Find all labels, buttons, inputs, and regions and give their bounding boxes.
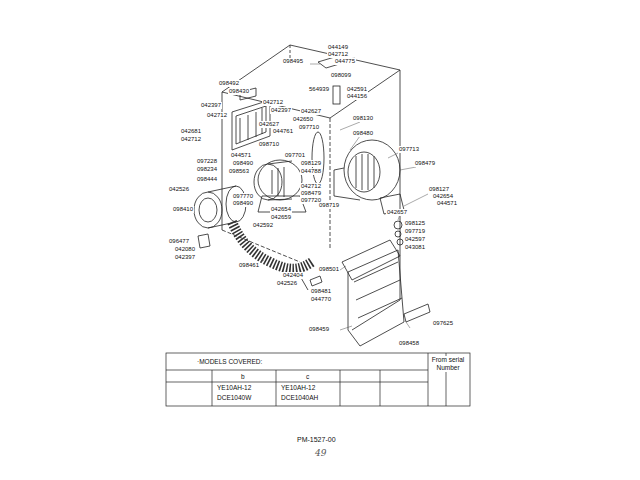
callout-number: 042650 (292, 116, 314, 123)
callout-number: 564939 (308, 86, 330, 93)
table-cell: YE10AH-12 (280, 384, 316, 392)
callout-number: 044149 (327, 44, 349, 51)
page-number: 49 (314, 450, 327, 457)
callout-number: 042627 (300, 108, 322, 115)
table-cell: YE10AH-12 (216, 384, 252, 392)
callout-number: 042597 (404, 236, 426, 243)
callout-number: 098444 (196, 176, 218, 183)
callout-number: 097713 (398, 146, 420, 153)
callout-number: 098461 (238, 262, 260, 269)
callout-number: 098430 (228, 88, 250, 95)
callout-number: 044770 (310, 296, 332, 303)
callout-number: 042681 (180, 128, 202, 135)
callout-number: 042712 (180, 136, 202, 143)
callout-number: 044571 (230, 152, 252, 159)
callout-number: 097710 (298, 124, 320, 131)
callout-number: 098710 (258, 141, 280, 148)
callout-number: 042657 (386, 209, 408, 216)
callout-number: 098490 (232, 160, 254, 167)
callout-number: 043081 (404, 244, 426, 251)
callout-number: 098492 (218, 80, 240, 87)
table-cell: b (240, 373, 246, 381)
callout-number: 098130 (352, 115, 374, 122)
callout-number: 097719 (404, 228, 426, 235)
callout-number: 098125 (404, 220, 426, 227)
callout-number: 098495 (282, 58, 304, 65)
callout-number: 042397 (270, 107, 292, 114)
callout-number: 097625 (432, 320, 454, 327)
callout-number: 098410 (172, 206, 194, 213)
callout-number: 042712 (206, 112, 228, 119)
callout-number: 098458 (398, 340, 420, 347)
callout-number: 098480 (352, 130, 374, 137)
callout-number: 044788 (300, 168, 322, 175)
callout-number: 042659 (270, 214, 292, 221)
callout-number: 042526 (168, 186, 190, 193)
callout-number: 098099 (330, 72, 352, 79)
callout-number: 042654 (432, 193, 454, 200)
callout-number: 098563 (228, 168, 250, 175)
callout-number: 098481 (310, 288, 332, 295)
callout-number: 097228 (196, 158, 218, 165)
callout-number: 042591 (346, 86, 368, 93)
callout-number: 096477 (168, 238, 190, 245)
table-cell: DCE1040AH (280, 394, 319, 402)
callout-number: 044571 (436, 200, 458, 207)
callout-number: 044156 (346, 93, 368, 100)
callout-number: 098719 (318, 202, 340, 209)
callout-number: 042712 (262, 99, 284, 106)
document-number: PM-1527-00 (296, 436, 337, 443)
callout-number: 042404 (282, 272, 304, 279)
callout-number: 098501 (318, 266, 340, 273)
table-header: From serial Number (430, 356, 466, 372)
table-cell: DCE1040W (216, 394, 252, 402)
callout-number: 098234 (196, 166, 218, 173)
callout-number: 044775 (334, 58, 356, 65)
callout-number: 042397 (200, 102, 222, 109)
callout-number: 042712 (300, 183, 322, 190)
callout-number: 098479 (414, 160, 436, 167)
table-cell: c (305, 373, 310, 381)
callout-number: 042397 (174, 254, 196, 261)
callout-number: 098490 (232, 200, 254, 207)
callout-number: 097770 (232, 193, 254, 200)
callout-number: 098127 (428, 186, 450, 193)
callout-number: 098129 (300, 160, 322, 167)
callout-number: 042526 (276, 280, 298, 287)
table-header: ·MODELS COVERED: (196, 358, 263, 366)
callout-number: 042080 (174, 246, 196, 253)
callout-number: 044761 (272, 128, 294, 135)
callout-number: 097701 (284, 152, 306, 159)
callout-number: 042654 (270, 206, 292, 213)
callout-number: 042627 (258, 121, 280, 128)
callout-number: 098479 (300, 190, 322, 197)
callout-number: 042712 (327, 51, 349, 58)
callout-number: 042592 (252, 222, 274, 229)
callout-number: 098459 (308, 326, 330, 333)
